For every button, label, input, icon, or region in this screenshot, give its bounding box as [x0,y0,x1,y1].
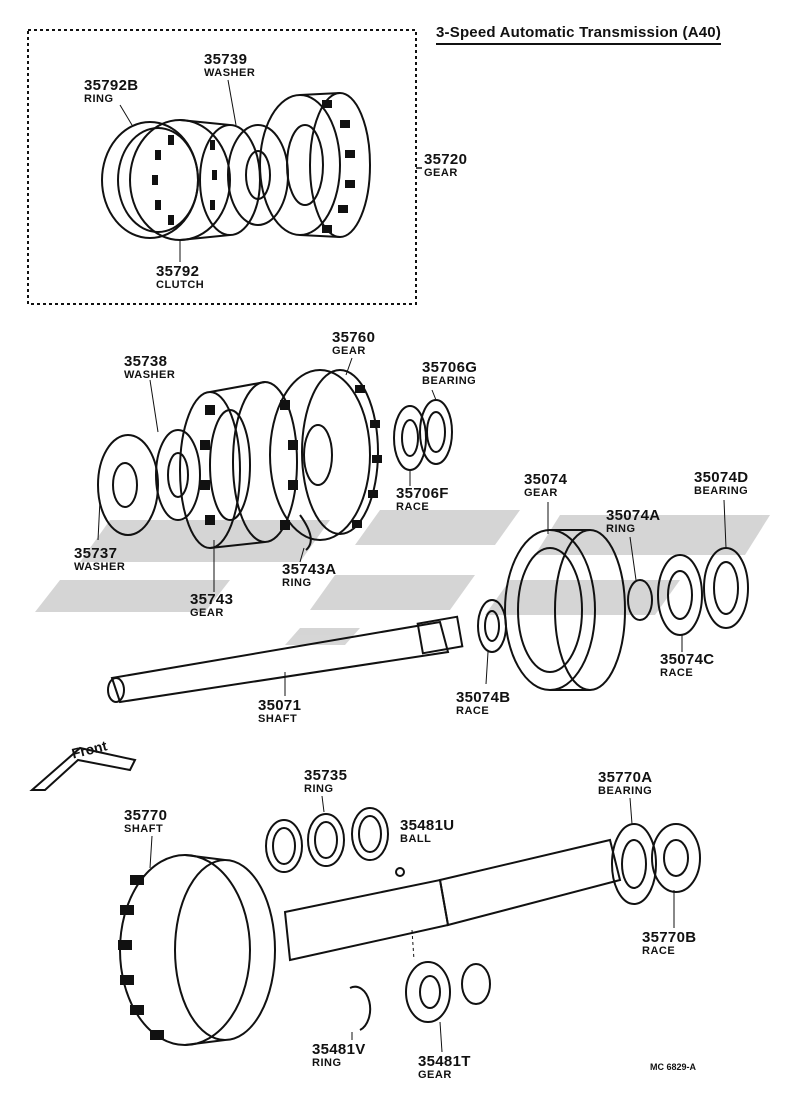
ring-35074A [627,579,653,621]
gear-35720 [259,92,371,238]
rings-35735 [265,807,389,873]
race-35770B [651,823,701,893]
clutch-slots [152,135,217,225]
gear-35743 [179,381,298,549]
gear-35481T [405,961,491,1023]
bearing-35074D [703,547,749,629]
bearing-35770A [611,823,657,905]
ball-35481U [395,867,405,877]
gear-35720-teeth [322,100,355,233]
washer-35739 [227,124,289,226]
ring-35743A [299,514,312,551]
washer-35737 [97,434,159,536]
gear-35743-teeth [200,400,298,530]
diagram-title: 3-Speed Automatic Transmission (A40) [436,24,722,45]
diagram-code: MC 6829-A [650,1062,697,1072]
watermark-logo [35,510,770,645]
shaft-35770-teeth [118,875,164,1040]
ring-35792B [101,121,199,239]
clutch-35792 [129,119,261,241]
washer-35738 [155,429,201,521]
gear-35760 [269,369,379,541]
gear-35760-teeth [352,385,382,528]
gear-35074 [504,529,626,691]
shaft-35071 [107,615,464,704]
race-35074C [657,554,703,636]
subassembly-box [27,29,417,305]
ring-35481V [349,985,372,1031]
front-arrow-icon [29,746,137,791]
